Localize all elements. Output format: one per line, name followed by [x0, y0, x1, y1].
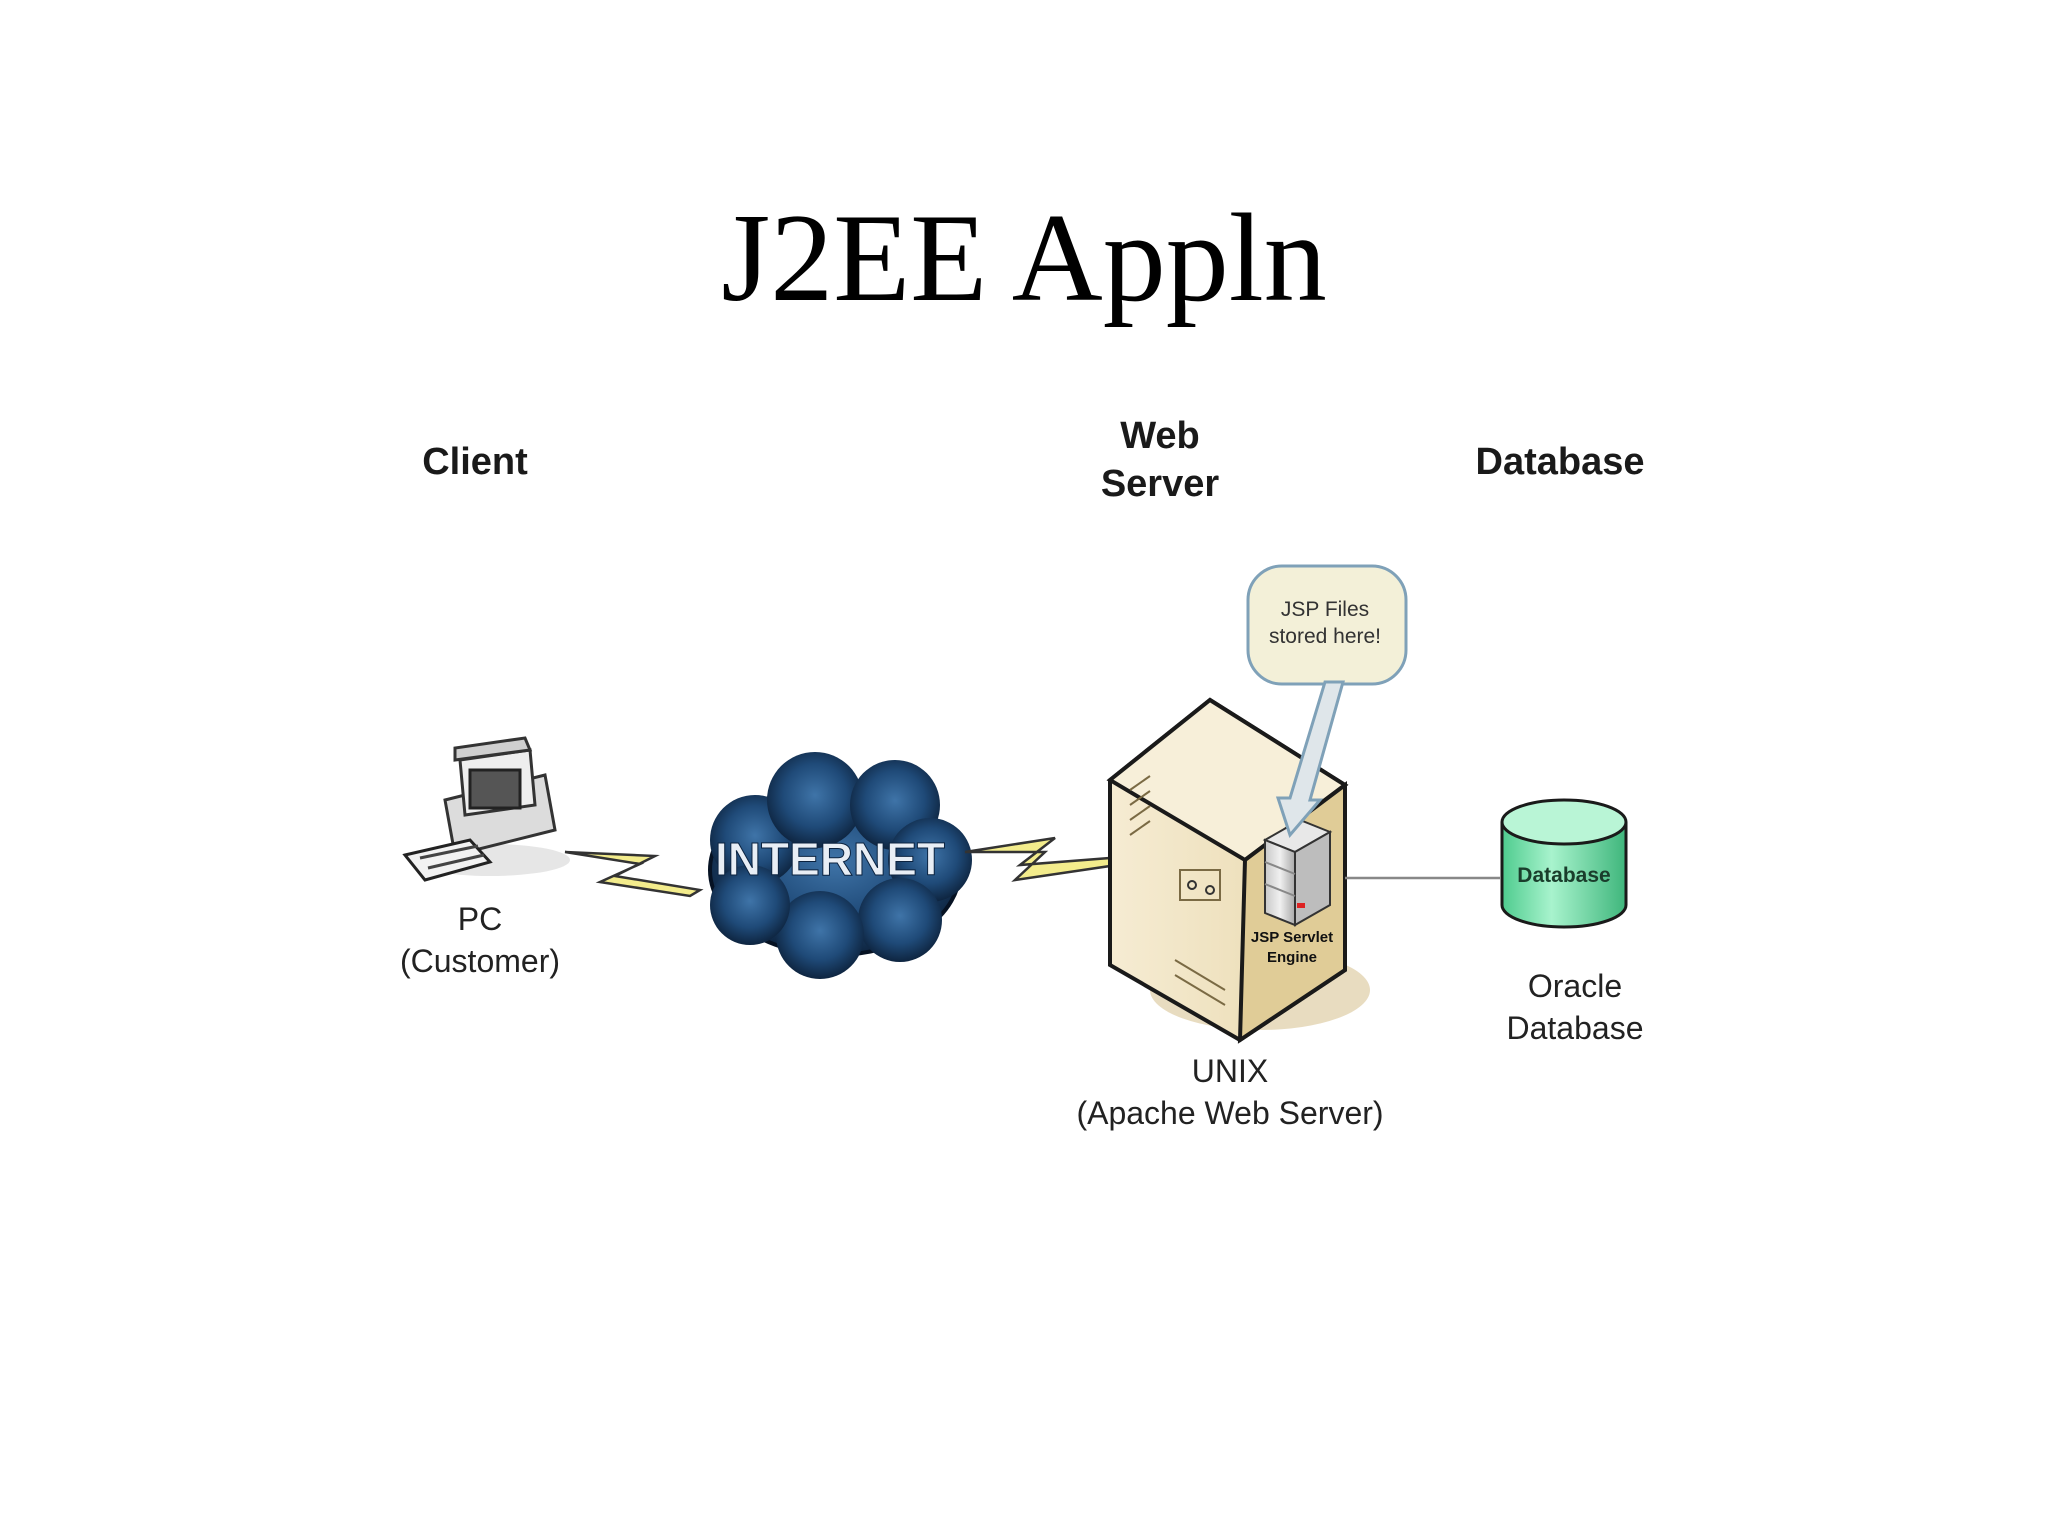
- lightning-link-right: [964, 836, 1112, 882]
- lightning-link-left: [564, 850, 704, 898]
- cloud-icon: [708, 752, 972, 979]
- pc-caption-line2: (Customer): [399, 943, 560, 979]
- column-header-client: Client: [380, 438, 570, 486]
- callout-text-line2: stored here!: [1269, 625, 1381, 648]
- column-header-database-text: Database: [1475, 441, 1645, 483]
- servlet-engine-label-line2: Engine: [1267, 949, 1317, 966]
- web-server-caption-line2: (Apache Web Server): [1076, 1095, 1384, 1131]
- database-badge: Database: [1517, 864, 1610, 887]
- callout-text-line1: JSP Files: [1281, 598, 1369, 621]
- web-server-caption-line1: UNIX: [1191, 1053, 1269, 1089]
- column-header-web-line2: Server: [1100, 463, 1220, 505]
- database-caption: Oracle Database: [1460, 965, 1690, 1049]
- desktop-computer-icon: [402, 736, 570, 882]
- database-cylinder-icon: [1500, 798, 1628, 929]
- web-server-caption: UNIX (Apache Web Server): [1030, 1050, 1430, 1134]
- server-unit-icon: [1262, 818, 1333, 927]
- column-header-web-server: Web Server: [1060, 412, 1260, 508]
- pc-caption: PC (Customer): [360, 898, 600, 982]
- pc-caption-line1: PC: [457, 901, 503, 937]
- column-header-database: Database: [1440, 438, 1680, 486]
- internet-label: INTERNET: [715, 833, 945, 885]
- column-header-client-text: Client: [422, 441, 528, 483]
- slide-title: J2EE Appln: [721, 189, 1327, 328]
- database-caption-line2: Database: [1506, 1010, 1644, 1046]
- database-caption-line1: Oracle: [1527, 968, 1623, 1004]
- callout-bubble: [1246, 564, 1408, 839]
- column-header-web-line1: Web: [1120, 415, 1200, 457]
- servlet-engine-label-line1: JSP Servlet: [1251, 929, 1333, 946]
